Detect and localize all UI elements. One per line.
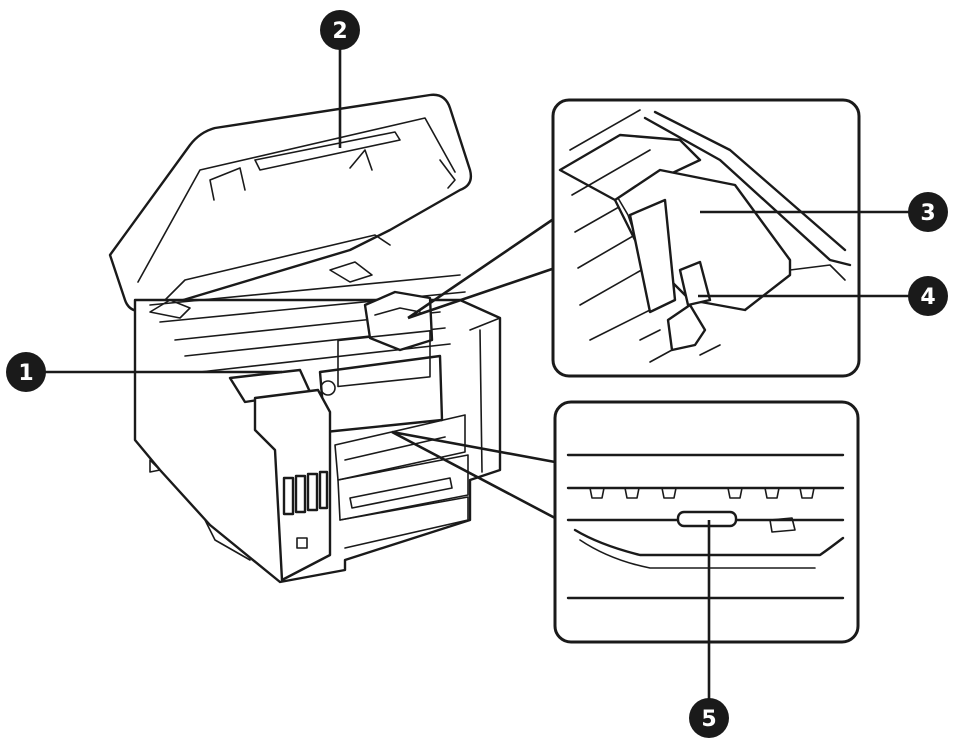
inset-top-pointer	[407, 216, 556, 320]
callout-3-label: 3	[920, 201, 935, 226]
printer-illustration	[108, 93, 502, 584]
callout-3: 3	[908, 192, 948, 232]
inset-paper-slot	[391, 400, 860, 644]
callout-4: 4	[908, 276, 948, 316]
callout-5-label: 5	[701, 707, 716, 732]
inset-bottom-pointer	[391, 430, 556, 520]
callout-2-label: 2	[332, 19, 347, 44]
printer-body	[133, 261, 502, 584]
callout-4-label: 4	[920, 285, 935, 310]
callout-5: 5	[689, 698, 729, 738]
inset-print-head	[407, 98, 861, 378]
callout-1-label: 1	[18, 361, 33, 386]
callout-1: 1	[6, 352, 46, 392]
callout-2: 2	[320, 10, 360, 50]
